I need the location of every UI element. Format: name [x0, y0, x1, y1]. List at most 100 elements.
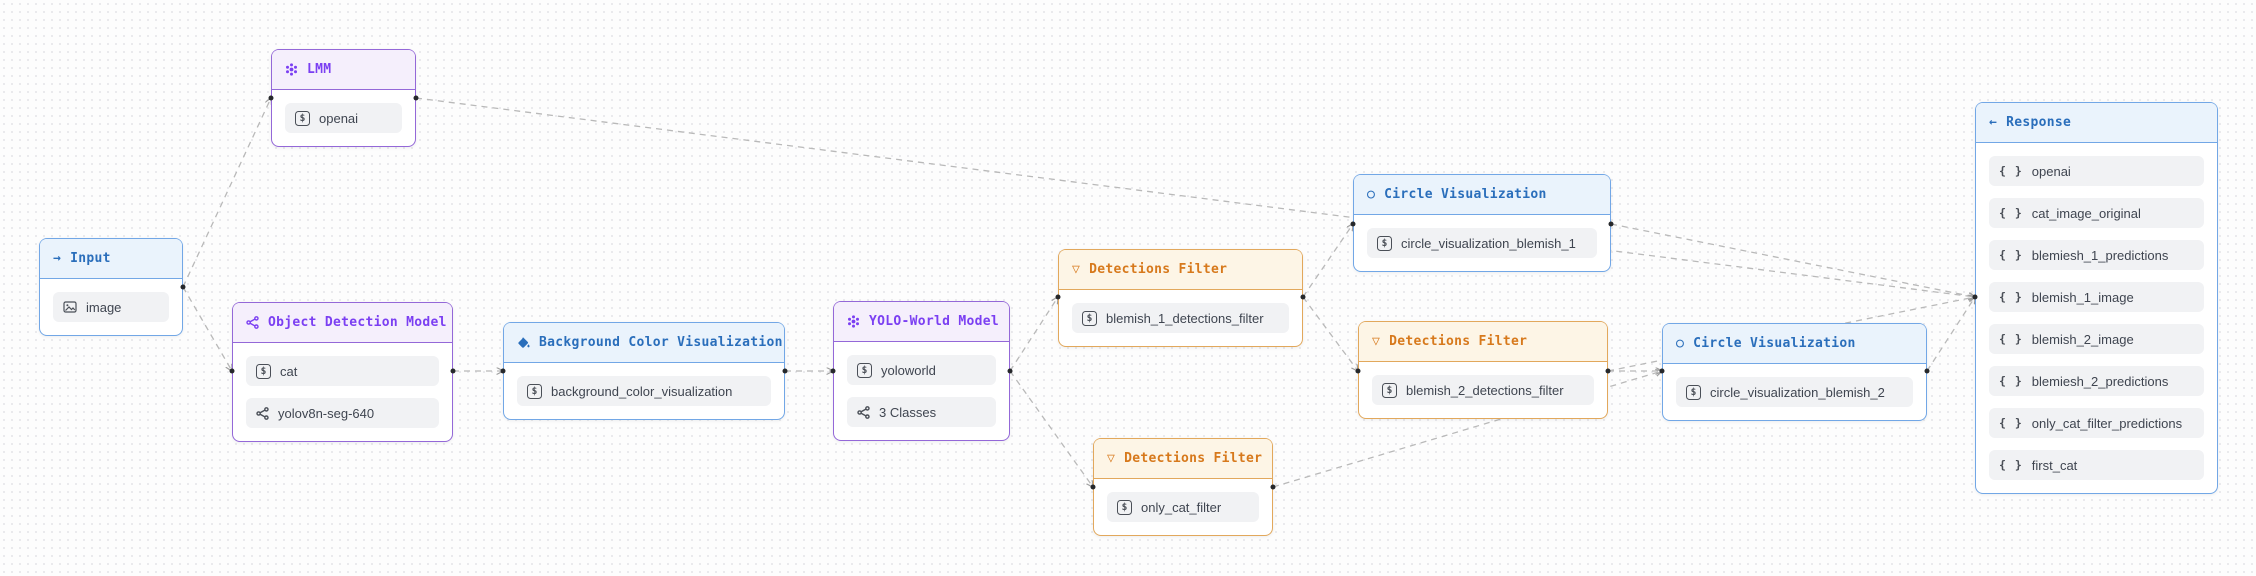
port-right-input[interactable]	[180, 284, 186, 290]
node-item[interactable]: $blemish_1_detections_filter	[1072, 303, 1289, 333]
node-header[interactable]: ○Circle Visualization	[1354, 175, 1610, 215]
node-item[interactable]: { }only_cat_filter_predictions	[1989, 408, 2204, 438]
node-body: { }openai{ }cat_image_original{ }blemies…	[1976, 143, 2217, 493]
node-object-detection-model[interactable]: Object Detection Model $cat yolov8n-seg-64…	[232, 302, 453, 442]
node-item-label: only_cat_filter_predictions	[2031, 415, 2183, 431]
node-header[interactable]: Object Detection Model	[233, 303, 452, 343]
node-title: Circle Visualization	[1384, 187, 1547, 202]
paint-bucket-icon	[517, 336, 530, 349]
port-right-detections-filter-1[interactable]	[1300, 294, 1306, 300]
node-item[interactable]: $blemish_2_detections_filter	[1372, 375, 1594, 405]
node-item[interactable]: { } first_cat	[1989, 450, 2204, 480]
node-item[interactable]: { }blemiesh_2_predictions	[1989, 366, 2204, 396]
port-left-detections-filter-1[interactable]	[1055, 294, 1061, 300]
port-right-background-color-visualization[interactable]	[782, 368, 788, 374]
node-header[interactable]: ▽Detections Filter	[1059, 250, 1302, 290]
node-item[interactable]: { }blemiesh_1_predictions	[1989, 240, 2204, 270]
node-body: $background_color_visualization	[504, 363, 784, 419]
node-item[interactable]: $circle_visualization_blemish_2	[1676, 377, 1913, 407]
node-body: $yoloworld 3 Classes	[834, 342, 1009, 440]
port-left-background-color-visualization[interactable]	[500, 368, 506, 374]
edge-connector	[1272, 371, 1662, 488]
node-header[interactable]: YOLO-World Model	[834, 302, 1009, 342]
string-icon: $	[1686, 384, 1701, 400]
node-item[interactable]: yolov8n-seg-640	[246, 398, 439, 428]
node-item-label: only_cat_filter	[1141, 499, 1222, 515]
string-icon: $	[295, 110, 310, 126]
node-lmm[interactable]: LMM $openai	[271, 49, 416, 147]
funnel-icon: ▽	[1372, 334, 1381, 349]
node-title: Circle Visualization	[1693, 336, 1856, 351]
node-header[interactable]: ←Response	[1976, 103, 2217, 143]
node-detections-filter-2[interactable]: ▽Detections Filter $blemish_2_detections_…	[1358, 321, 1608, 419]
port-left-circle-visualization-2[interactable]	[1659, 368, 1665, 374]
node-header[interactable]: LMM	[272, 50, 415, 90]
node-item[interactable]: $openai	[285, 103, 402, 133]
node-input[interactable]: →Input image	[39, 238, 183, 336]
node-item[interactable]: $cat	[246, 356, 439, 386]
node-response[interactable]: ←Response{ }openai{ }cat_image_original{…	[1975, 102, 2218, 494]
braces-icon: { }	[1999, 290, 2023, 304]
node-item-label: blemish_1_image	[2031, 289, 2134, 305]
node-yolo-world-model[interactable]: YOLO-World Model $yoloworld 3 Classes	[833, 301, 1010, 441]
node-item[interactable]: { }blemish_2_image	[1989, 324, 2204, 354]
network-icon	[246, 316, 259, 329]
arrow-right-icon: →	[53, 251, 62, 266]
network-icon	[857, 405, 870, 419]
string-icon: $	[857, 362, 872, 378]
funnel-icon: ▽	[1107, 451, 1116, 466]
port-right-circle-visualization-2[interactable]	[1924, 368, 1930, 374]
node-title: Background Color Visualization	[539, 335, 783, 350]
node-background-color-visualization[interactable]: Background Color Visualization $backgroun…	[503, 322, 785, 420]
string-icon: $	[1382, 382, 1397, 398]
edge-connector	[415, 97, 1975, 297]
image-icon	[63, 301, 77, 313]
port-left-object-detection-model[interactable]	[229, 368, 235, 374]
node-item-label: cat_image_original	[2031, 205, 2141, 221]
port-left-circle-visualization-1[interactable]	[1350, 221, 1356, 227]
port-right-object-detection-model[interactable]	[450, 368, 456, 374]
node-detections-filter-1[interactable]: ▽Detections Filter $blemish_1_detections_…	[1058, 249, 1303, 347]
model-icon	[285, 63, 298, 76]
node-item-label: blemiesh_1_predictions	[2031, 247, 2169, 263]
node-header[interactable]: →Input	[40, 239, 182, 279]
node-item-label: first_cat	[2031, 457, 2078, 473]
braces-icon: { }	[1999, 164, 2023, 178]
node-item[interactable]: { } cat_image_original	[1989, 198, 2204, 228]
node-item[interactable]: $yoloworld	[847, 355, 996, 385]
port-left-detections-filter-3[interactable]	[1090, 484, 1096, 490]
node-item[interactable]: 3 Classes	[847, 397, 996, 427]
node-header[interactable]: ▽Detections Filter	[1359, 322, 1607, 362]
node-item[interactable]: image	[53, 292, 169, 322]
node-item[interactable]: $only_cat_filter	[1107, 492, 1259, 522]
port-left-detections-filter-2[interactable]	[1355, 368, 1361, 374]
port-right-detections-filter-2[interactable]	[1605, 368, 1611, 374]
port-right-lmm[interactable]	[413, 95, 419, 101]
braces-icon: { }	[1999, 206, 2023, 220]
port-left-lmm[interactable]	[268, 95, 274, 101]
node-header[interactable]: Background Color Visualization	[504, 323, 784, 363]
node-item-label: blemish_2_image	[2031, 331, 2134, 347]
port-right-circle-visualization-1[interactable]	[1608, 221, 1614, 227]
node-title: LMM	[307, 62, 332, 77]
node-header[interactable]: ○Circle Visualization	[1663, 324, 1926, 364]
node-detections-filter-3[interactable]: ▽Detections Filter $only_cat_filter	[1093, 438, 1273, 536]
node-item[interactable]: { }openai	[1989, 156, 2204, 186]
braces-icon: { }	[1999, 458, 2023, 472]
string-icon: $	[256, 363, 271, 379]
node-item[interactable]: $circle_visualization_blemish_1	[1367, 228, 1597, 258]
node-title: YOLO-World Model	[869, 314, 1000, 329]
edge-connector	[1926, 297, 1975, 372]
node-circle-visualization-2[interactable]: ○Circle Visualization $circle_visualizati…	[1662, 323, 1927, 421]
port-right-detections-filter-3[interactable]	[1270, 484, 1276, 490]
node-item-label: blemiesh_2_predictions	[2031, 373, 2169, 389]
node-item[interactable]: { } blemish_1_image	[1989, 282, 2204, 312]
port-left-yolo-world-model[interactable]	[830, 368, 836, 374]
node-body: $circle_visualization_blemish_1	[1354, 215, 1610, 271]
node-circle-visualization-1[interactable]: ○Circle Visualization $circle_visualizati…	[1353, 174, 1611, 272]
node-header[interactable]: ▽Detections Filter	[1094, 439, 1272, 479]
port-right-yolo-world-model[interactable]	[1007, 368, 1013, 374]
node-item[interactable]: $background_color_visualization	[517, 376, 771, 406]
port-left-response[interactable]	[1972, 294, 1978, 300]
node-title: Object Detection Model	[268, 315, 447, 330]
